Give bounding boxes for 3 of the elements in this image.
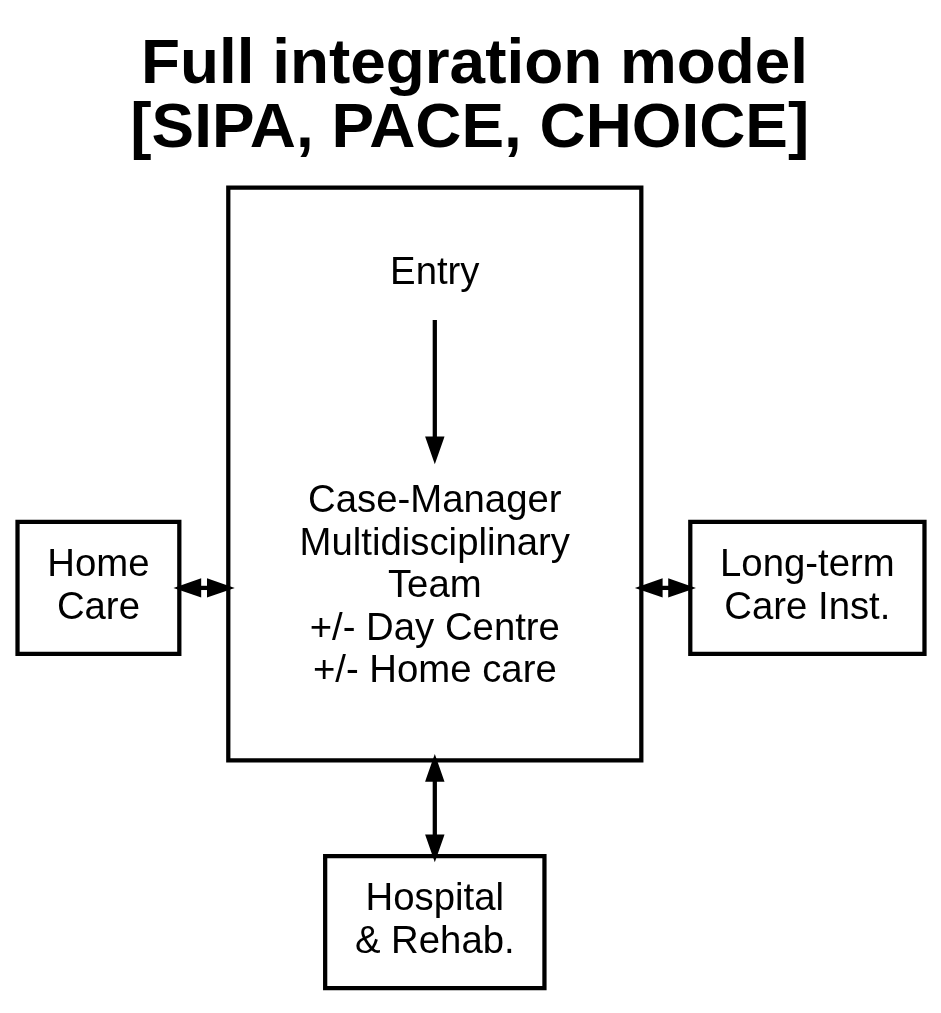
node-text: Entry <box>389 248 480 292</box>
diagram-title: Full integration model [SIPA, PACE, CHOICE] <box>129 24 809 161</box>
node-text: Case-Manager Multidisciplinary Team +/- Day Centre +/- Home care <box>299 476 570 690</box>
